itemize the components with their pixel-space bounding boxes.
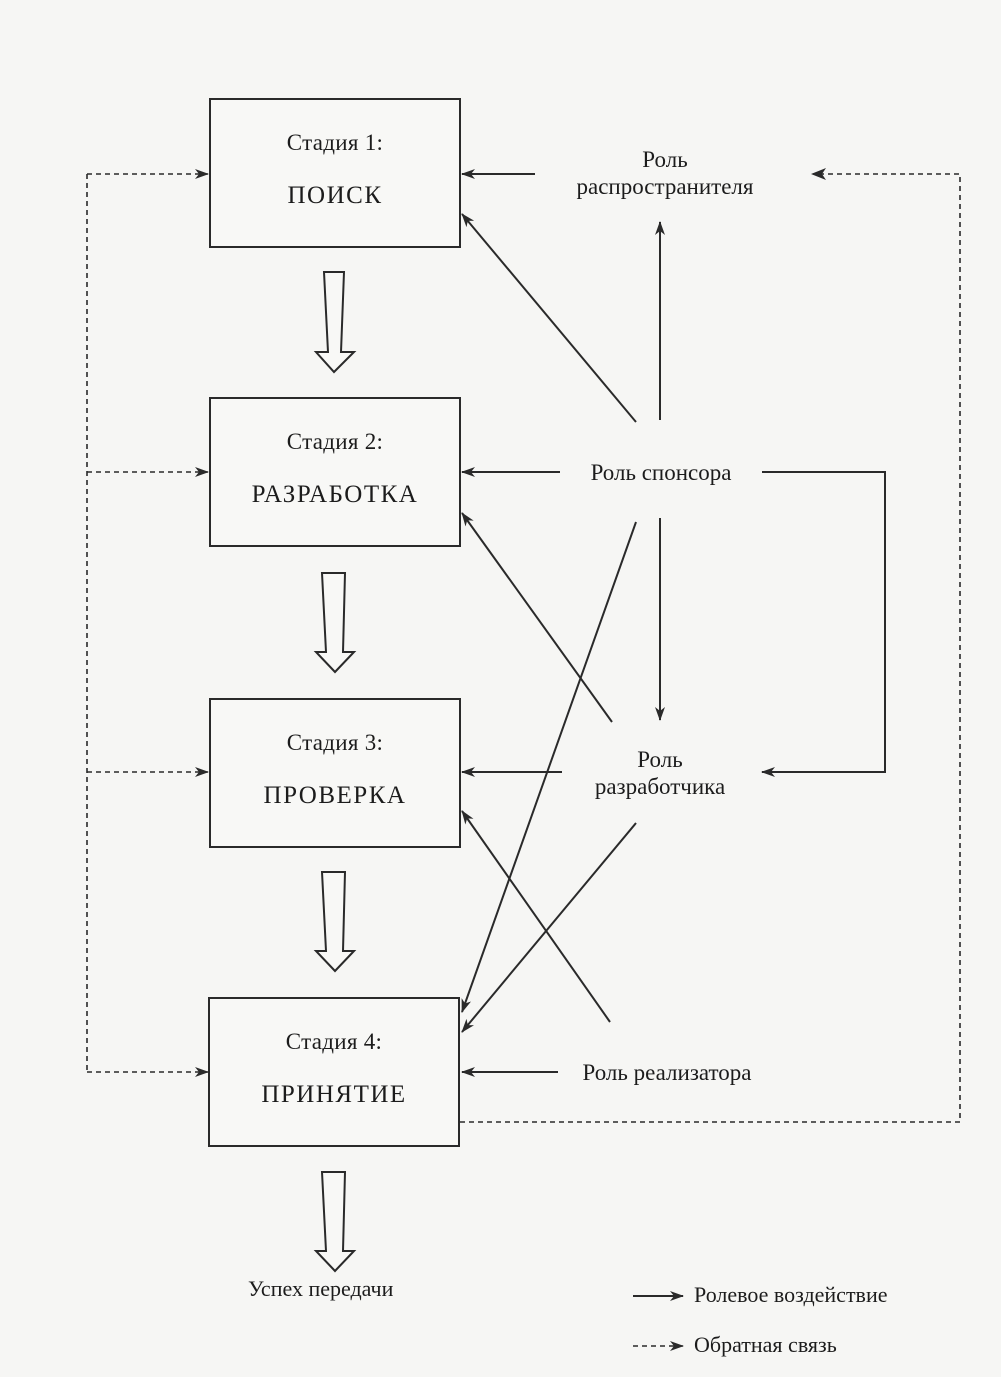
- stage-3-label: Стадия 3:: [286, 730, 384, 755]
- role-developer-line2: разработчика: [594, 774, 726, 799]
- stage-1-name: ПОИСК: [287, 182, 383, 209]
- stage-1-label: Стадия 1:: [286, 130, 384, 155]
- stage-2-label: Стадия 2:: [286, 429, 384, 454]
- role-distributor-line2: распространителя: [576, 174, 754, 199]
- role-developer-line1: Роль: [637, 747, 683, 772]
- stage-3-name: ПРОВЕРКА: [263, 782, 407, 809]
- flow-arrow-3-4: [313, 871, 357, 973]
- developer-diag-to-stage4: [461, 822, 637, 1033]
- implementer-diag-to-stage3: [461, 810, 611, 1023]
- stage-3-box: Стадия 3: ПРОВЕРКА: [209, 698, 461, 848]
- stage-2-box: Стадия 2: РАЗРАБОТКА: [209, 397, 461, 547]
- legend-role-influence: Ролевое воздействие: [694, 1282, 888, 1307]
- role-sponsor: Роль спонсора: [563, 459, 759, 486]
- sponsor-diag-to-stage4: [461, 521, 637, 1013]
- flow-arrow-4-out: [313, 1171, 357, 1273]
- flow-arrow-1-2: [313, 271, 357, 374]
- feedback-right-arrowhead: [811, 168, 826, 180]
- role-sponsor-line1: Роль спонсора: [590, 460, 732, 485]
- role-distributor-line1: Роль: [642, 147, 688, 172]
- legend-feedback: Обратная связь: [694, 1332, 837, 1357]
- stage-4-name: ПРИНЯТИЕ: [261, 1081, 407, 1108]
- developer-diag-to-stage2: [461, 512, 613, 723]
- stage-4-box: Стадия 4: ПРИНЯТИЕ: [208, 997, 460, 1147]
- stage-1-box: Стадия 1: ПОИСК: [209, 98, 461, 248]
- feedback-right-loop: [460, 173, 961, 1123]
- sponsor-right-to-developer: [761, 471, 886, 777]
- role-distributor: Роль распространителя: [545, 146, 785, 200]
- role-developer: Роль разработчика: [570, 746, 750, 800]
- flow-arrow-2-3: [313, 572, 357, 674]
- outcome-label: Успех передачи: [248, 1276, 394, 1301]
- sponsor-diag-to-stage1: [461, 213, 637, 423]
- stage-4-label: Стадия 4:: [285, 1029, 383, 1054]
- role-implementer-line1: Роль реализатора: [582, 1060, 752, 1085]
- role-implementer: Роль реализатора: [560, 1059, 774, 1086]
- stage-2-name: РАЗРАБОТКА: [251, 481, 419, 508]
